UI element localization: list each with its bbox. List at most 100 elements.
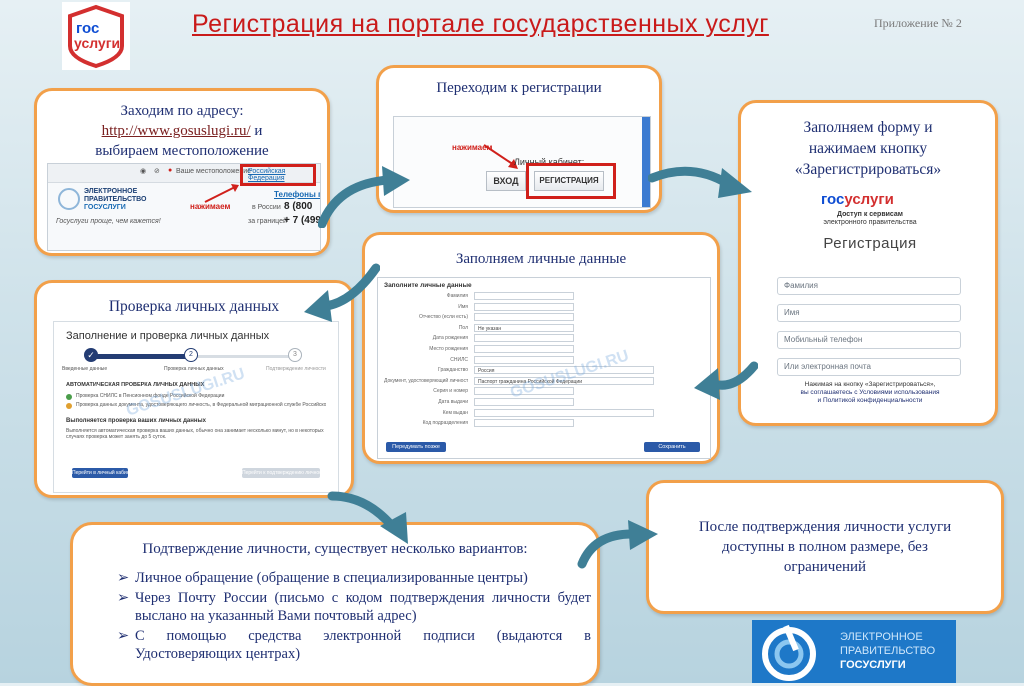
verification-option: ➢С помощью средства электронной подписи …: [115, 627, 591, 663]
step-done-icon: ✓: [84, 348, 98, 362]
step2-caption: Переходим к регистрации: [436, 80, 602, 96]
phone2-value: + 7 (499: [284, 215, 321, 226]
phone-field[interactable]: Мобильный телефон: [777, 331, 961, 349]
name-field[interactable]: Имя: [777, 304, 961, 322]
egov-emblem-icon: [762, 624, 816, 681]
form-row-input[interactable]: [474, 345, 574, 353]
reg-sub2: электронного правительства: [823, 219, 917, 226]
form-row-input[interactable]: Паспорт гражданина Российской Федерации: [474, 376, 654, 385]
step6-title: Подтверждение личности, существует неско…: [142, 541, 528, 557]
step1-text-and: и: [250, 123, 263, 139]
step2-card: Переходим к регистрации нажимаем Личный …: [376, 65, 662, 213]
brand-block: ЭЛЕКТРОННОЕ ПРАВИТЕЛЬСТВО ГОСУСЛУГИ: [84, 188, 146, 212]
form-row-input[interactable]: [474, 387, 574, 396]
login-button[interactable]: ВХОД: [486, 171, 526, 191]
go-to-confirm-button[interactable]: Перейти к подтверждению личности: [242, 468, 320, 478]
location-value[interactable]: Российская Федерация: [248, 168, 286, 182]
check-heading: Заполнение и проверка личных данных: [66, 330, 270, 342]
gosuslugi-link[interactable]: http://www.gosuslugi.ru/: [101, 123, 251, 139]
phone1-value: 8 (800: [284, 201, 313, 212]
arrow-step3-to-step4-icon: [694, 361, 758, 400]
bullet-arrow-icon: ➢: [117, 590, 130, 606]
logo-text-bottom: услуги: [74, 35, 121, 51]
form-row: Код подразделения: [378, 419, 710, 429]
form-row-label: Отчество (если есть): [418, 314, 468, 321]
form-row-input[interactable]: [474, 302, 574, 311]
toolbar-icon-b: ⊘: [154, 168, 160, 175]
register-button[interactable]: РЕГИСТРАЦИЯ: [534, 171, 604, 191]
progress-fill: [90, 354, 195, 359]
verification-option: ➢ Через Почту России (письмо с кодом подт…: [115, 589, 591, 625]
form-row: Дата рождения: [378, 334, 710, 344]
form-row-input[interactable]: [474, 355, 574, 364]
form-row: Место рождения: [378, 345, 710, 355]
form-row-input[interactable]: [474, 398, 574, 406]
location-pin-icon: ●: [168, 167, 173, 174]
verification-option: ➢Личное обращение (обращение в специализ…: [115, 569, 591, 587]
form-row-label: Пол: [458, 324, 468, 331]
appendix-label: Приложение № 2: [874, 16, 962, 30]
step-label-2: Проверка личных данных: [164, 366, 224, 372]
save-button[interactable]: Сохранить: [644, 442, 700, 452]
step3-caption-line2: нажимаем кнопку: [808, 140, 928, 157]
brand-line1: ЭЛЕКТРОННОЕ: [84, 188, 138, 195]
go-to-cabinet-button[interactable]: Перейти в личный кабинет: [72, 468, 128, 478]
step7-line1: После подтверждения личности услуги: [698, 519, 952, 535]
step5-caption: Проверка личных данных: [108, 298, 280, 315]
reg-logo-a: гос: [821, 191, 845, 208]
arrow-step2-to-step3-icon: [648, 166, 752, 198]
location-label: Ваше местоположение: [176, 168, 251, 175]
form-row: Пол Не указан: [378, 323, 710, 334]
form-row-input[interactable]: [474, 334, 574, 343]
step1-caption: Заходим по адресу: http://www.gosuslugi.…: [37, 101, 327, 161]
form-row-label: Фамилия: [446, 293, 468, 299]
reg-agree3[interactable]: и Политикой конфиденциальности: [817, 397, 923, 404]
form-row-label: Кем выдан: [442, 409, 468, 416]
verification-option-text: Через Почту России (письмо с кодом подтв…: [135, 590, 591, 624]
email-field[interactable]: Или электронная почта: [777, 358, 961, 376]
arrow-step5-to-step6-icon: [327, 491, 408, 544]
egov-line1: ЭЛЕКТРОННОЕ: [840, 631, 923, 643]
phones-title: Телефоны под: [274, 190, 320, 199]
back-button[interactable]: Передумать позже: [386, 442, 446, 452]
check2-text: Проверка данных документа, удостоверяюще…: [76, 402, 326, 408]
step4-card: Заполняем личные данные Заполните личные…: [362, 232, 720, 464]
step2-press-arrow-icon: [483, 144, 518, 169]
reg-sub1: Доступ к сервисам: [837, 211, 903, 218]
form-row-input[interactable]: Не указан: [474, 323, 574, 332]
form-row-input[interactable]: [474, 292, 574, 300]
step-2-marker: 2: [184, 348, 198, 362]
progress-title: Выполняется проверка ваших личных данных: [66, 418, 206, 424]
reg-agree2[interactable]: вы соглашаетесь с Условиями использовани…: [800, 389, 940, 396]
step2-screenshot: нажимаем Личный кабинет: ВХОД РЕГИСТРАЦИ…: [393, 116, 651, 208]
check2-wait-icon: [66, 403, 72, 409]
form-row-label: Код подразделения: [422, 420, 468, 427]
form-row: Отчество (если есть): [378, 313, 710, 323]
step3-caption-line3: «Зарегистрироваться»: [794, 161, 942, 178]
step1-screenshot: ◉ ⊘ ● Ваше местоположение Российская Фед…: [47, 163, 321, 251]
form-row-input[interactable]: [474, 408, 654, 417]
form-row-label: Имя: [458, 303, 468, 310]
auto-check-title: АВТОМАТИЧЕСКАЯ ПРОВЕРКА ЛИЧНЫХ ДАННЫХ: [66, 382, 205, 388]
form-row-input[interactable]: [474, 313, 574, 322]
reg-agree: Нажимая на кнопку «Зарегистрироваться», …: [773, 381, 967, 405]
form-row-label: Документ, удостоверяющий личность: [384, 377, 468, 384]
egov-footer-logo: ЭЛЕКТРОННОЕ ПРАВИТЕЛЬСТВО ГОСУСЛУГИ: [752, 620, 956, 683]
surname-field[interactable]: Фамилия: [777, 277, 961, 295]
gosuslugi-logo: гос услуги: [62, 2, 130, 70]
form-row-label: Серия и номер: [433, 388, 468, 395]
logo-text-top: гос: [76, 20, 100, 37]
personal-section-title: Заполните личные данные: [384, 282, 472, 289]
form-row-input[interactable]: Россия: [474, 366, 654, 375]
form-row: Серия и номер: [378, 387, 710, 397]
form-row-input[interactable]: [474, 419, 574, 428]
arrow-step6-to-step7-icon: [577, 520, 658, 569]
logo-shield-icon: [68, 4, 124, 69]
bullet-arrow-icon: ➢: [117, 570, 130, 586]
form-row: СНИЛС: [378, 355, 710, 366]
body-text: Выполняется автоматическая проверка ваши…: [66, 428, 324, 440]
brand-line3: ГОСУСЛУГИ: [84, 204, 126, 211]
arrow-step4-to-step5-icon: [304, 263, 380, 322]
